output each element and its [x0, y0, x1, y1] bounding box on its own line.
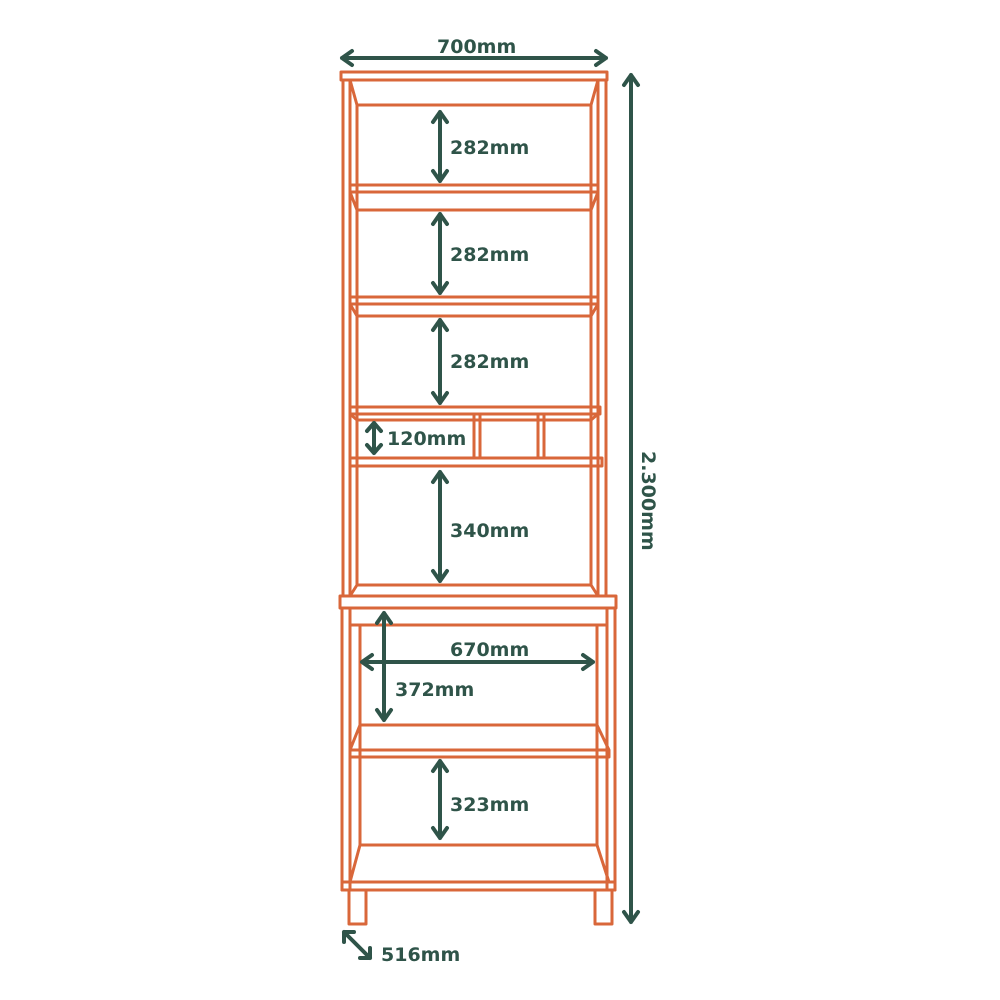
- dimension-arrows: [340, 49, 640, 960]
- bottom-shelf-label: 323mm: [450, 794, 529, 816]
- shelf-2-label: 282mm: [450, 244, 529, 266]
- bookcase-outline: [338, 70, 618, 926]
- shelf-1-label: 282mm: [450, 137, 529, 159]
- height-label: 2.300mm: [637, 451, 659, 551]
- hutch-opening-label: 340mm: [450, 520, 529, 542]
- width-label: 700mm: [437, 36, 516, 58]
- depth-label: 516mm: [381, 944, 460, 966]
- cubby-label: 120mm: [387, 428, 466, 450]
- desk-opening-label: 372mm: [395, 679, 474, 701]
- shelf-3-label: 282mm: [450, 351, 529, 373]
- desk-width-label: 670mm: [450, 639, 529, 661]
